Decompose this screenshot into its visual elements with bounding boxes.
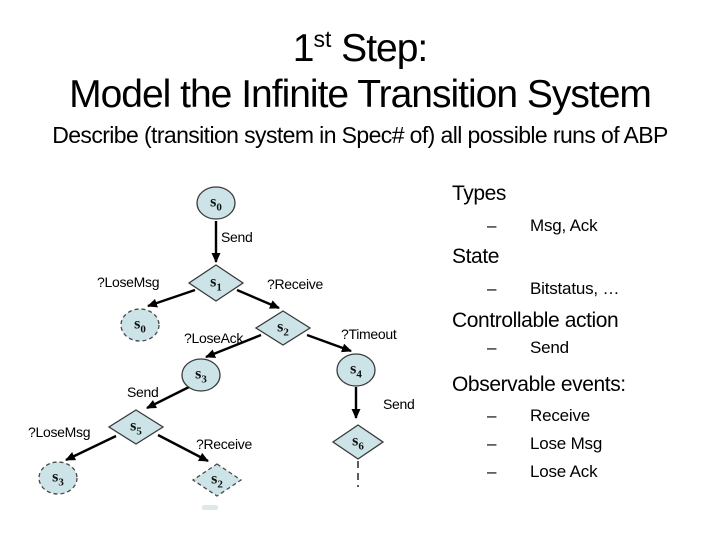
state-label-s6: s6 <box>352 432 364 453</box>
section-heading-state: State <box>452 245 500 268</box>
state-label-s0-dashed: s0 <box>134 315 146 336</box>
dash-bullet: – <box>487 216 497 235</box>
dash-bullet: – <box>487 279 497 298</box>
page-title: 1st Step: Model the Infinite Transition … <box>69 26 652 116</box>
list-item-receive: –Receive <box>487 406 591 425</box>
state-label-s1: s1 <box>210 273 222 294</box>
dash-bullet: – <box>487 406 497 425</box>
edge-label-lose-ack: ?LoseAck <box>184 330 244 346</box>
edge-s1-s0d <box>147 288 196 308</box>
state-label-s3: s3 <box>195 365 207 386</box>
state-label-s2: s2 <box>277 318 289 339</box>
list-item-lose-ack: –Lose Ack <box>487 462 598 481</box>
edge-label-lose-msg-lower: ?LoseMsg <box>28 424 91 440</box>
state-label-s0: s0 <box>210 193 222 214</box>
dash-bullet: – <box>487 434 497 453</box>
edge-label-send-top: Send <box>221 229 253 245</box>
state-label-s2-dashed: s2 <box>211 470 223 491</box>
dash-bullet: – <box>487 338 497 357</box>
edge-label-send-mid: Send <box>127 384 159 400</box>
edge-label-send-right: Send <box>383 396 415 412</box>
subtitle: Describe (transition system in Spec# of)… <box>52 122 668 148</box>
state-label-s5: s5 <box>130 417 142 438</box>
edge-label-receive-lower: ?Receive <box>196 436 252 452</box>
edge-label-lose-msg-upper: ?LoseMsg <box>97 274 160 290</box>
dash-bullet: – <box>487 462 497 481</box>
page-title-line2: Model the Infinite Transition System <box>69 73 652 116</box>
list-item-lose-msg: –Lose Msg <box>487 434 603 453</box>
section-heading-controllable: Controllable action <box>452 309 619 332</box>
faint-continuation-dash <box>202 505 218 510</box>
title-superscript: st <box>313 26 332 52</box>
state-label-s4: s4 <box>350 360 362 381</box>
list-item-msg-ack: –Msg, Ack <box>487 216 598 235</box>
state-label-s3-dashed: s3 <box>52 468 64 489</box>
list-item-send: –Send <box>487 338 569 357</box>
edge-s1-s2 <box>236 288 280 310</box>
section-heading-observable: Observable events: <box>452 373 626 396</box>
section-heading-types: Types <box>452 182 507 205</box>
edge-label-receive-upper: ?Receive <box>267 276 323 292</box>
edge-label-timeout: ?Timeout <box>341 326 397 342</box>
list-item-bitstatus: –Bitstatus, … <box>487 279 620 298</box>
